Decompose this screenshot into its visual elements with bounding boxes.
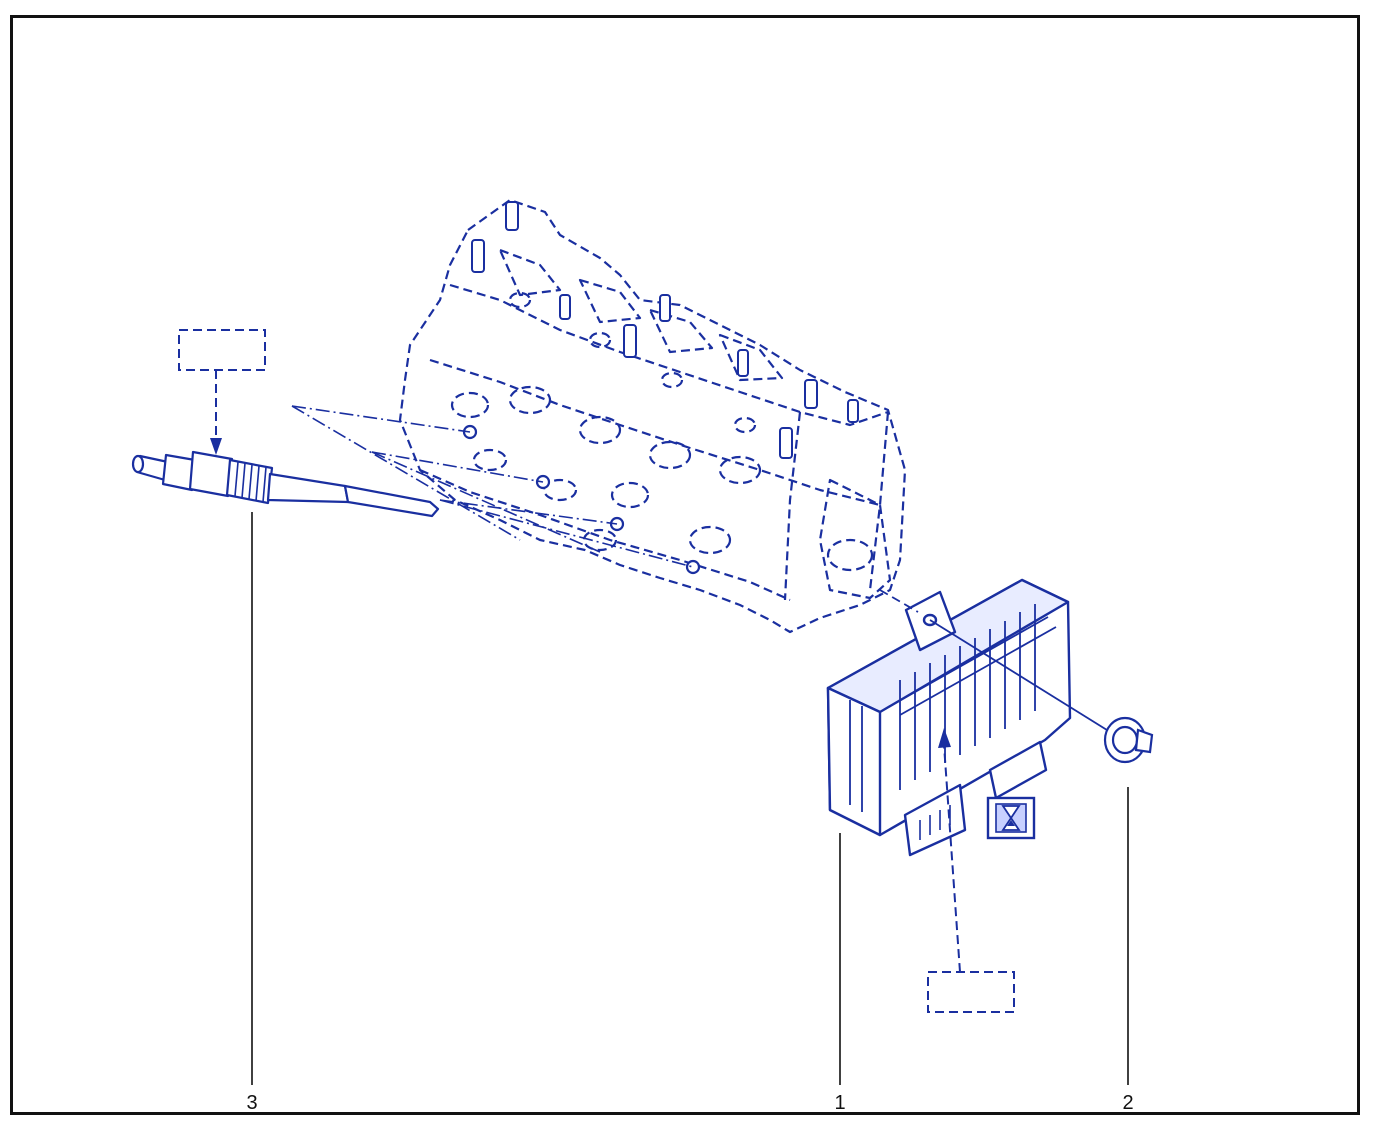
callout-3: 3	[246, 1092, 258, 1114]
hourglass-icon	[986, 796, 1036, 840]
glow-plug	[131, 450, 440, 518]
injector-studs	[471, 201, 859, 459]
plug-arrow-head	[210, 438, 222, 455]
leader-lines	[251, 512, 1129, 1085]
engine-cylinder-head	[398, 198, 907, 634]
callout-1: 1	[834, 1092, 846, 1114]
nut	[1103, 716, 1154, 764]
control-unit	[826, 578, 1072, 857]
callout-2: 2	[1122, 1092, 1134, 1114]
plug-reference-box	[178, 329, 266, 440]
unit-arrow-head	[938, 728, 951, 748]
plug-projection-lines	[291, 405, 694, 568]
nut-projection-line	[929, 619, 1116, 736]
mount-projection-line	[879, 589, 919, 613]
glow-plug-bores	[462, 424, 701, 575]
unit-reference-box	[927, 744, 1015, 1013]
